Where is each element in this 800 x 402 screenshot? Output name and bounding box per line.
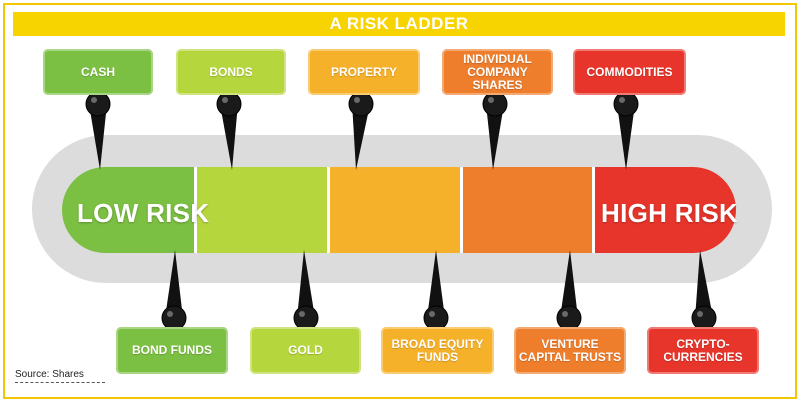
segment-divider	[460, 167, 463, 253]
segment-commodities-level	[594, 167, 736, 253]
pin-needle	[220, 103, 238, 170]
pin-needle	[427, 250, 445, 318]
pin-commodities	[613, 91, 639, 170]
segment-bonds-level	[196, 167, 328, 253]
segment-divider	[592, 167, 595, 253]
pin-cash	[85, 91, 111, 170]
segment-property-level	[329, 167, 461, 253]
pin-highlight	[167, 311, 173, 317]
segment-divider	[194, 167, 197, 253]
pin-crypto-currencies	[691, 250, 717, 331]
diagram-title: A RISK LADDER	[13, 12, 785, 36]
pin-property	[348, 91, 374, 170]
pin-bonds	[216, 91, 242, 170]
pin-highlight	[429, 311, 435, 317]
pin-highlight	[91, 97, 97, 103]
pin-head	[85, 91, 111, 117]
source-note: Source: Shares	[15, 369, 105, 383]
pin-head	[482, 91, 508, 117]
pin-needle	[352, 103, 370, 170]
pin-highlight	[354, 97, 360, 103]
top-label-bonds: BONDS	[176, 49, 286, 95]
pin-head	[216, 91, 242, 117]
pin-needle	[560, 250, 578, 319]
pin-needle	[297, 250, 315, 319]
top-label-cash: CASH	[43, 49, 153, 95]
pin-highlight	[222, 97, 228, 103]
segment-cash-level	[62, 167, 194, 253]
figure-frame	[3, 3, 797, 399]
low-risk-label: LOW RISK	[77, 198, 210, 228]
pin-needle	[695, 250, 713, 319]
top-label-commodities: COMMODITIES	[573, 49, 686, 95]
pin-needle	[486, 103, 504, 170]
pin-highlight	[562, 311, 568, 317]
bottom-label-crypto-currencies: CRYPTO-CURRENCIES	[647, 327, 759, 374]
pin-highlight	[619, 97, 625, 103]
pins	[85, 91, 717, 331]
bottom-label-gold: GOLD	[250, 327, 361, 374]
segment-shares-level	[462, 167, 594, 253]
pin-needle	[89, 103, 107, 170]
pin-head	[613, 91, 639, 117]
top-label-property: PROPERTY	[308, 49, 420, 95]
pin-venture-capital-trusts	[556, 250, 582, 331]
bottom-label-bond-funds: BOND FUNDS	[116, 327, 228, 374]
pin-bond-funds	[161, 250, 187, 331]
high-risk-label: HIGH RISK	[601, 198, 739, 228]
pin-highlight	[697, 311, 703, 317]
segment-divider	[327, 167, 330, 253]
risk-segments	[62, 167, 736, 253]
pin-broad-equity-funds	[423, 250, 449, 331]
pin-head	[348, 91, 374, 117]
pin-needle	[165, 250, 183, 319]
pin-individual-company-shares	[482, 91, 508, 170]
pin-highlight	[488, 97, 494, 103]
pin-highlight	[299, 311, 305, 317]
pin-gold	[293, 250, 319, 331]
pin-needle	[617, 104, 635, 170]
